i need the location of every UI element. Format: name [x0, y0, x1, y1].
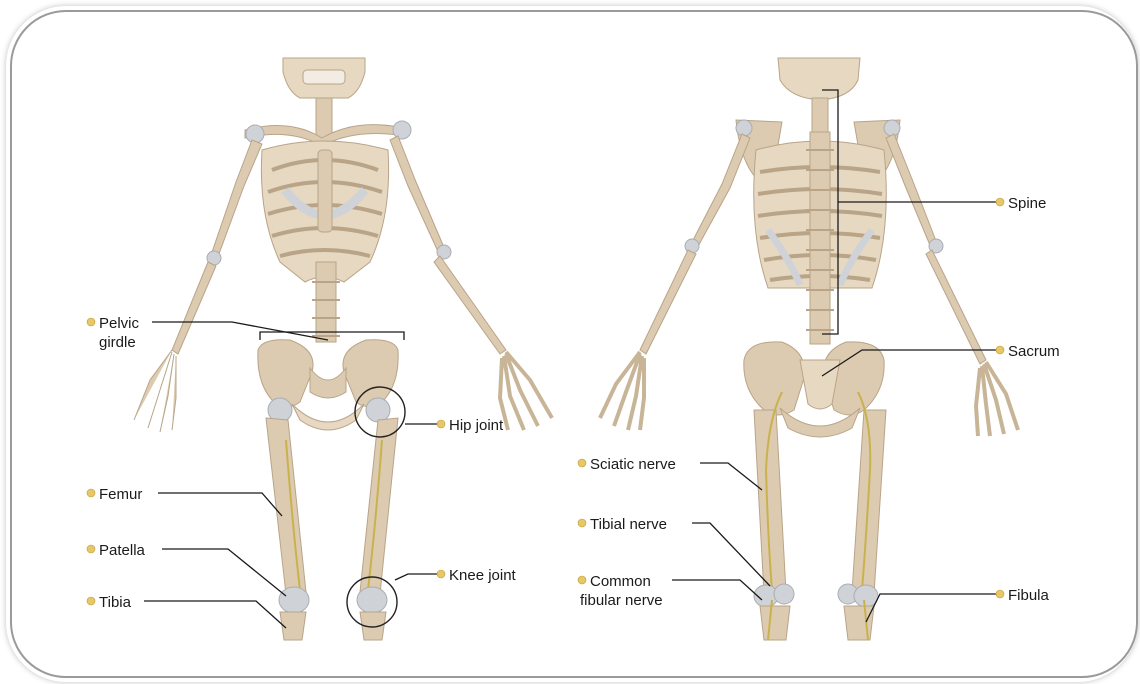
posterior-skeleton	[600, 58, 1018, 640]
tibia-leader	[144, 601, 286, 628]
knee-joint-leader	[395, 574, 438, 580]
label-dot-icon	[578, 519, 586, 527]
anterior-lumbar-spine	[316, 262, 336, 342]
tibia-label: Tibia	[99, 594, 132, 611]
fibula-leader	[866, 594, 996, 622]
label-common-fibular-nerve: Common fibular nerve	[578, 573, 762, 609]
label-femur: Femur	[87, 486, 282, 516]
pelvic-girdle-label-line2: girdle	[99, 334, 136, 351]
anterior-right-patella	[357, 587, 387, 613]
tibial-nerve-label: Tibial nerve	[590, 516, 667, 533]
common-fibular-label-line1: Common	[590, 573, 651, 590]
common-fibular-label-line2: fibular nerve	[580, 592, 663, 609]
posterior-right-forearm	[926, 250, 986, 364]
femur-label: Femur	[99, 486, 142, 503]
anterior-left-humerus	[210, 140, 262, 262]
anterior-right-hip-cartilage	[366, 398, 390, 422]
label-dot-icon	[87, 545, 95, 553]
fibula-label: Fibula	[1008, 587, 1050, 604]
label-dot-icon	[996, 198, 1004, 206]
posterior-right-tibia	[844, 606, 874, 640]
sacrum-label: Sacrum	[1008, 343, 1060, 360]
label-dot-icon	[996, 346, 1004, 354]
anterior-pubis	[292, 404, 364, 430]
sciatic-nerve-label: Sciatic nerve	[590, 456, 676, 473]
posterior-left-humerus	[690, 134, 750, 250]
anterior-left-hand	[134, 350, 176, 432]
anterior-left-ilium	[258, 340, 313, 407]
label-knee-joint: Knee joint	[395, 567, 517, 584]
label-dot-icon	[996, 590, 1004, 598]
patella-label: Patella	[99, 542, 146, 559]
anterior-teeth	[303, 70, 345, 84]
label-patella: Patella	[87, 542, 286, 596]
label-dot-icon	[578, 459, 586, 467]
anterior-left-shoulder	[246, 125, 264, 143]
hip-joint-label: Hip joint	[449, 417, 504, 434]
posterior-left-tibia	[760, 606, 790, 640]
anterior-right-shoulder	[393, 121, 411, 139]
label-dot-icon	[578, 576, 586, 584]
anterior-sacrum	[310, 368, 346, 398]
patella-leader	[162, 549, 286, 596]
pelvic-girdle-label-line1: Pelvic	[99, 315, 140, 332]
label-dot-icon	[87, 597, 95, 605]
femur-leader	[158, 493, 282, 516]
label-dot-icon	[87, 489, 95, 497]
anterior-sternum	[318, 150, 332, 232]
sciatic-nerve-leader	[700, 463, 762, 490]
common-fibular-leader	[672, 580, 762, 600]
label-dot-icon	[87, 318, 95, 326]
label-fibula: Fibula	[866, 587, 1050, 622]
anterior-right-femur	[360, 418, 398, 594]
knee-joint-label: Knee joint	[449, 567, 517, 584]
posterior-right-hand	[976, 362, 1018, 436]
label-dot-icon	[437, 570, 445, 578]
label-tibia: Tibia	[87, 594, 286, 628]
anterior-left-patella	[279, 587, 309, 613]
posterior-left-hand	[600, 352, 644, 430]
anterior-right-hand	[500, 352, 552, 430]
anterior-skeleton	[134, 58, 552, 640]
anterior-right-humerus	[390, 136, 446, 256]
anterior-right-ilium	[343, 340, 398, 407]
posterior-right-humerus	[886, 134, 938, 250]
tibial-nerve-leader	[692, 523, 770, 586]
anterior-left-forearm	[172, 262, 216, 354]
label-dot-icon	[437, 420, 445, 428]
posterior-left-ilium	[744, 342, 805, 415]
posterior-left-forearm	[640, 250, 696, 354]
spine-label: Spine	[1008, 195, 1046, 212]
label-hip-joint: Hip joint	[405, 417, 504, 434]
posterior-skull	[778, 58, 860, 100]
anterior-right-forearm	[434, 256, 506, 354]
anterior-cervical-spine	[316, 98, 332, 138]
posterior-cervical-spine	[812, 98, 828, 134]
posterior-spine	[810, 132, 830, 344]
label-sciatic-nerve: Sciatic nerve	[578, 456, 762, 490]
